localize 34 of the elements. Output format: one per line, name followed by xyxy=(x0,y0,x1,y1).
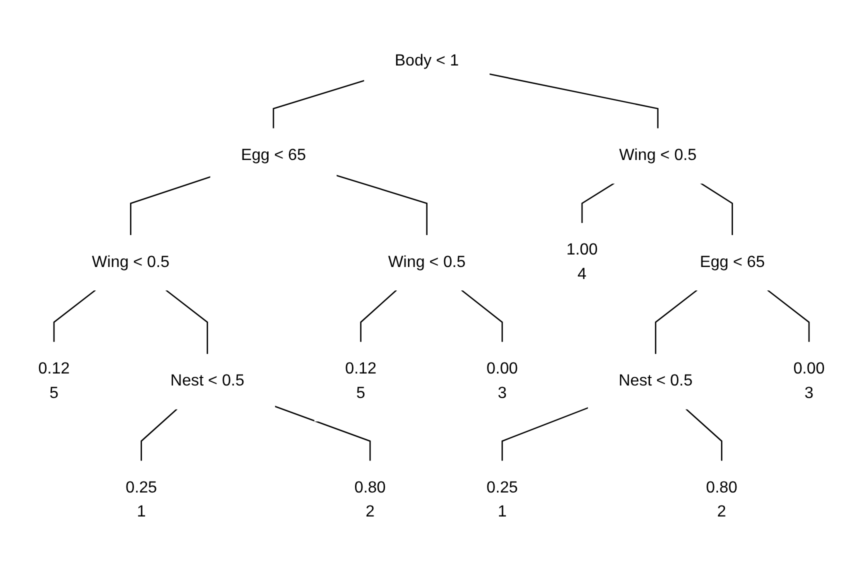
node-text: 1.00 4 xyxy=(566,242,598,283)
node-text: 0.25 1 xyxy=(486,479,518,521)
connector xyxy=(502,407,589,462)
connector xyxy=(488,73,658,129)
node-text: Nest < 0.5 xyxy=(170,372,244,390)
decision-tree-drawing: Body < 1 Egg < 65 Wing < 0.5 Wing < 0.5 Wing < 0.5 1.00 4 Egg < 65 Nest < 0.5 Nest < 0.5 0.12 5 0.25 1 0.80 2 0.12 5 0.00 3 0.25 1 0.80 2 0.00 3 xyxy=(0,26,863,548)
node-text: 0.80 2 xyxy=(706,479,738,521)
connector xyxy=(53,290,96,342)
connector xyxy=(700,182,733,236)
node-text: 0.25 1 xyxy=(126,479,158,521)
node-text: Egg < 65 xyxy=(240,146,306,164)
node-text: 0.80 2 xyxy=(354,479,386,521)
node-text: Wing < 0.5 xyxy=(92,254,170,271)
node-text: 0.12 5 xyxy=(345,360,376,402)
connector xyxy=(165,290,208,354)
connector xyxy=(274,406,371,462)
connector xyxy=(130,176,211,236)
node-text: Egg < 65 xyxy=(700,254,765,271)
node-text: Wing < 0.5 xyxy=(619,146,697,164)
node-text: 0.00 3 xyxy=(486,360,518,402)
connector xyxy=(460,290,503,342)
connector xyxy=(272,80,365,129)
node-text: Body < 1 xyxy=(394,52,459,70)
node-text: 0.12 5 xyxy=(38,360,70,402)
node-text: Wing < 0.5 xyxy=(388,254,466,271)
connector xyxy=(140,408,178,462)
connector xyxy=(654,290,698,354)
connector xyxy=(336,174,428,236)
connector xyxy=(360,290,398,342)
connector xyxy=(767,290,810,342)
node-text: Nest < 0.5 xyxy=(618,372,693,390)
node-text: 0.00 3 xyxy=(793,360,825,402)
connector xyxy=(685,408,722,462)
connector xyxy=(581,182,615,224)
